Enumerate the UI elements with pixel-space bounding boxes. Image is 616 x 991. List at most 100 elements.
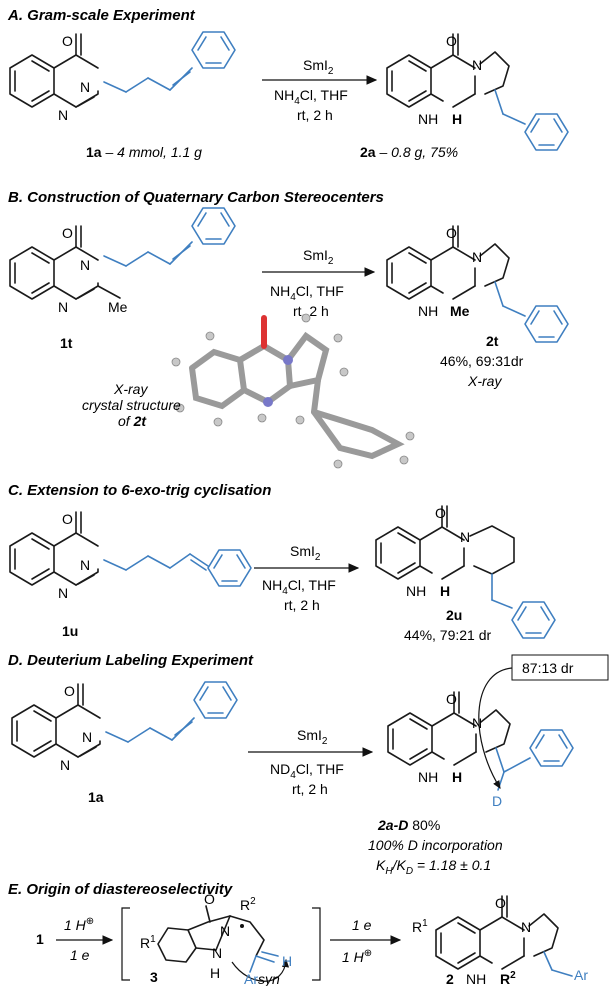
atom-nh-2u: NH <box>406 583 426 599</box>
dr-callout-arrow <box>478 667 513 790</box>
xray-crystal-structure <box>171 313 415 469</box>
atom-h-2u: H <box>440 583 450 599</box>
syn-label: syn <box>258 971 280 986</box>
conditions-d-line1: ND4Cl, THF <box>270 761 344 781</box>
structure-2u <box>375 505 556 639</box>
xray-caption-2: crystal structure <box>82 397 181 413</box>
label-2t: 2t <box>486 333 499 349</box>
d-incorporation: 100% D incorporation <box>368 837 503 853</box>
structure-2t <box>386 225 569 343</box>
conditions-b-line2: rt, 2 h <box>293 303 329 319</box>
step1-top: 1 H⊕ <box>64 916 94 933</box>
structure-1t <box>9 207 236 300</box>
conditions-a-line2: rt, 2 h <box>297 107 333 123</box>
conditions-c-line2: rt, 2 h <box>284 597 320 613</box>
atom-n-2a: N <box>472 57 482 73</box>
atom-n3-1a-d: N <box>82 729 92 745</box>
atom-n-2t: N <box>472 249 482 265</box>
kie-value: KH/KD = 1.18 ± 0.1 <box>376 857 491 877</box>
atom-n-2u: N <box>460 529 470 545</box>
structure-2a <box>386 33 569 151</box>
r2-3: R2 <box>240 896 256 913</box>
reagent-c: SmI2 <box>290 543 321 563</box>
structure-1u <box>9 511 252 587</box>
label-1a-d: 1a <box>88 789 104 805</box>
atom-n-2a-d: N <box>472 715 482 731</box>
ar-2: Ar <box>574 967 588 983</box>
dr-box-text: 87:13 dr <box>522 660 574 676</box>
atom-o-2a-d: O <box>446 691 457 707</box>
bracket-left <box>121 907 130 981</box>
label-e-sm: 1 <box>36 931 44 947</box>
atom-h-3: H <box>210 965 220 981</box>
section-e-title: E. Origin of diastereoselectivity <box>8 881 233 898</box>
structure-1a <box>9 31 236 108</box>
atom-n3-1u: N <box>80 557 90 573</box>
ar-3: Ar <box>244 971 258 986</box>
atom-o-2: O <box>495 895 506 911</box>
label-2u: 2u <box>446 607 462 623</box>
xray-note-2t: X-ray <box>467 373 502 389</box>
atom-n1-1a-d: N <box>60 757 70 773</box>
conditions-b-line1: NH4Cl, THF <box>270 283 344 303</box>
structure-2-general <box>435 895 573 977</box>
bracket-right <box>312 907 321 981</box>
atom-n3-1t: N <box>80 257 90 273</box>
dr-box <box>511 654 609 681</box>
label-2: 2 <box>446 971 454 986</box>
h-vinyl-3: H <box>282 953 292 969</box>
yield-2u: 44%, 79:21 dr <box>404 627 492 643</box>
atom-n2-3: N <box>220 923 230 939</box>
r1-3: R1 <box>140 934 156 951</box>
atom-n1-1a: N <box>58 107 68 123</box>
structure-intermediate-3 <box>157 905 290 982</box>
section-a-title: A. Gram-scale Experiment <box>7 7 196 24</box>
r2-2: R2 <box>500 970 516 986</box>
structure-1a-d <box>11 681 238 758</box>
atom-o-3: O <box>204 891 215 907</box>
step2-bottom: 1 H⊕ <box>342 948 372 965</box>
atom-o-1u: O <box>62 511 73 527</box>
atom-o-2a: O <box>446 33 457 49</box>
section-b-title: B. Construction of Quaternary Carbon Ste… <box>8 189 384 206</box>
yield-2t: 46%, 69:31dr <box>440 353 524 369</box>
reagent-b: SmI2 <box>303 247 334 267</box>
atom-nh-2a: NH <box>418 111 438 127</box>
reagent-a: SmI2 <box>303 57 334 77</box>
label-1u: 1u <box>62 623 78 639</box>
atom-o-2t: O <box>446 225 457 241</box>
atom-nh-2a-d: NH <box>418 769 438 785</box>
label-1a: 1a – 4 mmol, 1.1 g <box>86 144 202 160</box>
section-c-title: C. Extension to 6-exo-trig cyclisation <box>8 482 271 499</box>
conditions-c-line1: NH4Cl, THF <box>262 577 336 597</box>
atom-o-2u: O <box>435 505 446 521</box>
step2-top: 1 e <box>352 917 372 933</box>
atom-o-1t: O <box>62 225 73 241</box>
conditions-d-line2: rt, 2 h <box>292 781 328 797</box>
xray-caption-1: X-ray <box>113 381 148 397</box>
atom-o-1a: O <box>62 33 73 49</box>
atom-n1-1t: N <box>58 299 68 315</box>
atom-n-3: N <box>212 945 222 961</box>
label-2a: 2a – 0.8 g, 75% <box>360 144 458 160</box>
atom-h-2a: H <box>452 111 462 127</box>
atom-n3-1a: N <box>80 79 90 95</box>
atom-d-2a-d: D <box>492 793 502 809</box>
label-2a-d: 2a-D 80% <box>377 817 440 833</box>
atom-nh-2: NH <box>466 971 486 986</box>
atom-o-1a-d: O <box>64 683 75 699</box>
reagent-d: SmI2 <box>297 727 328 747</box>
conditions-a-line1: NH4Cl, THF <box>274 87 348 107</box>
atom-n-2: N <box>521 919 531 935</box>
r1-2: R1 <box>412 918 428 935</box>
atom-n1-1u: N <box>58 585 68 601</box>
atom-h-2a-d: H <box>452 769 462 785</box>
step1-bottom: 1 e <box>70 947 90 963</box>
label-1t: 1t <box>60 335 73 351</box>
section-d-title: D. Deuterium Labeling Experiment <box>8 652 254 669</box>
me-2t: Me <box>450 303 470 319</box>
xray-caption-3: of 2t <box>118 413 147 429</box>
label-3: 3 <box>150 969 158 985</box>
atom-nh-2t: NH <box>418 303 438 319</box>
